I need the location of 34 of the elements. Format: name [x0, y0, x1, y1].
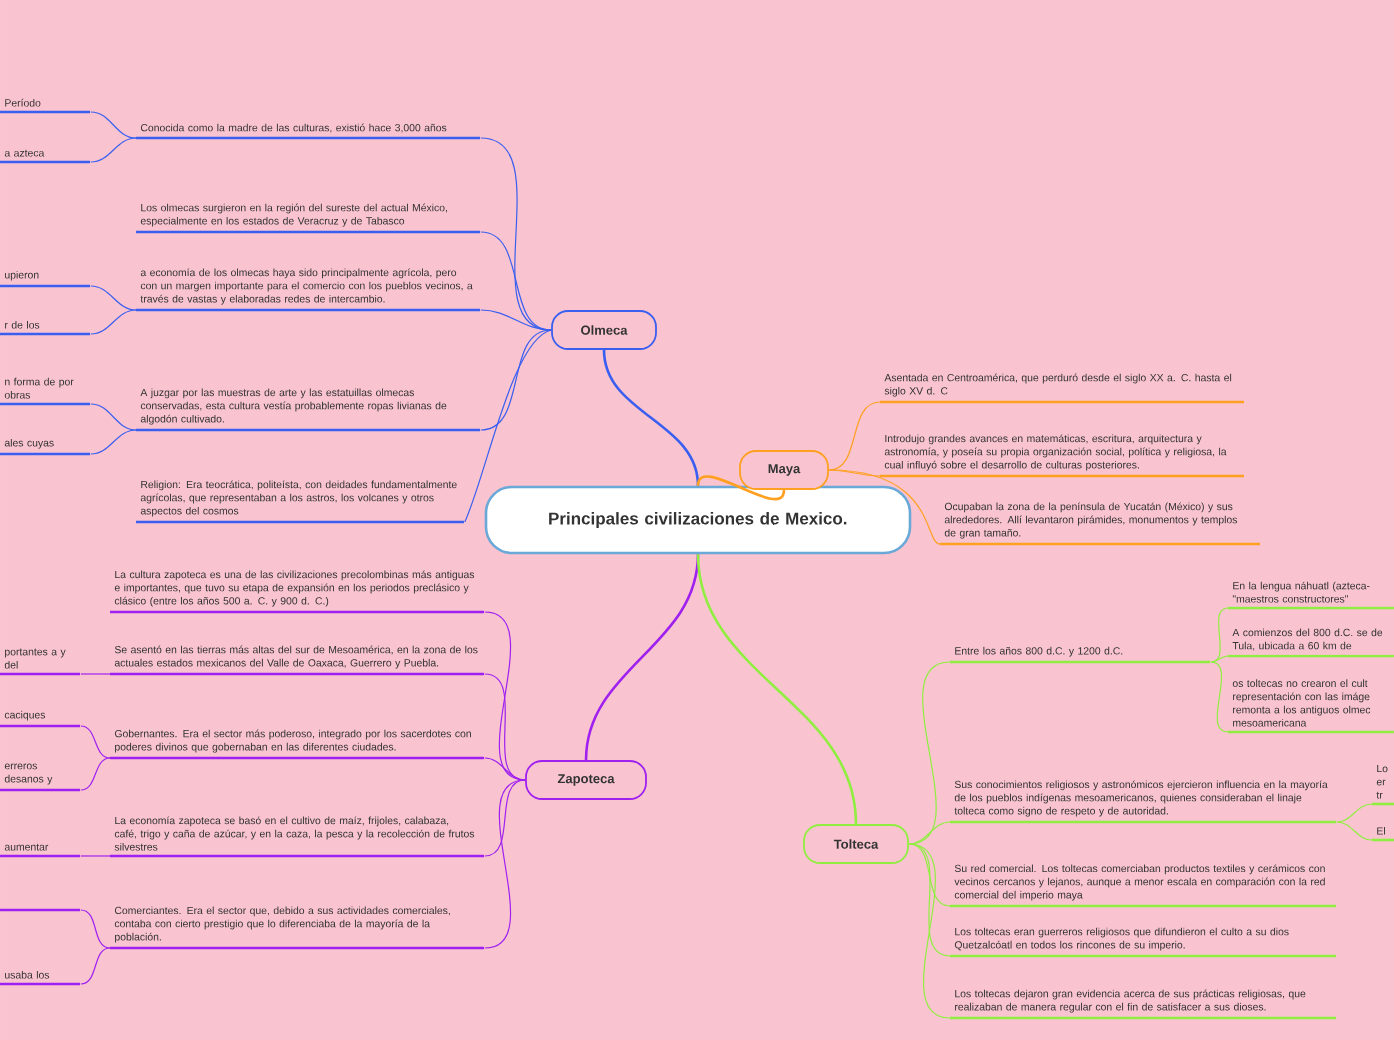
branch-connector — [828, 401, 881, 471]
branch-connector — [602, 349, 700, 486]
branch-connector — [1210, 661, 1229, 733]
central-topic-box: Principales civilizaciones de Mexico. — [484, 485, 912, 555]
branch-connector — [584, 554, 700, 761]
branch-connector — [1210, 607, 1229, 663]
branch-connector — [90, 309, 137, 335]
branch-connector — [90, 403, 137, 431]
branch-connector — [908, 843, 951, 907]
branch-connector — [696, 554, 858, 825]
branch-connector — [908, 821, 951, 845]
branch-connector — [80, 947, 111, 985]
branch-connector — [484, 779, 526, 857]
branch-connector — [80, 855, 111, 857]
branch-connector — [90, 137, 137, 163]
branch-connector — [828, 469, 941, 545]
branch-connector — [90, 285, 137, 311]
branch-connector — [90, 111, 137, 139]
branch-connector — [464, 329, 552, 523]
branch-connector — [480, 309, 552, 331]
branch-connector — [480, 329, 552, 431]
branch-connector — [90, 429, 137, 455]
branch-connector — [80, 757, 111, 791]
branch-line — [0, 908, 80, 912]
branch-connector — [80, 725, 111, 759]
branch-connector — [696, 475, 786, 501]
branch-connector — [1336, 803, 1373, 823]
branch-connector — [484, 757, 526, 781]
branch-connector — [908, 843, 951, 1019]
branch-connector — [484, 779, 526, 949]
branch-connector — [80, 909, 111, 949]
branch-connector — [1210, 655, 1229, 663]
branch-connector — [1336, 821, 1373, 841]
branch-connector — [80, 673, 111, 675]
